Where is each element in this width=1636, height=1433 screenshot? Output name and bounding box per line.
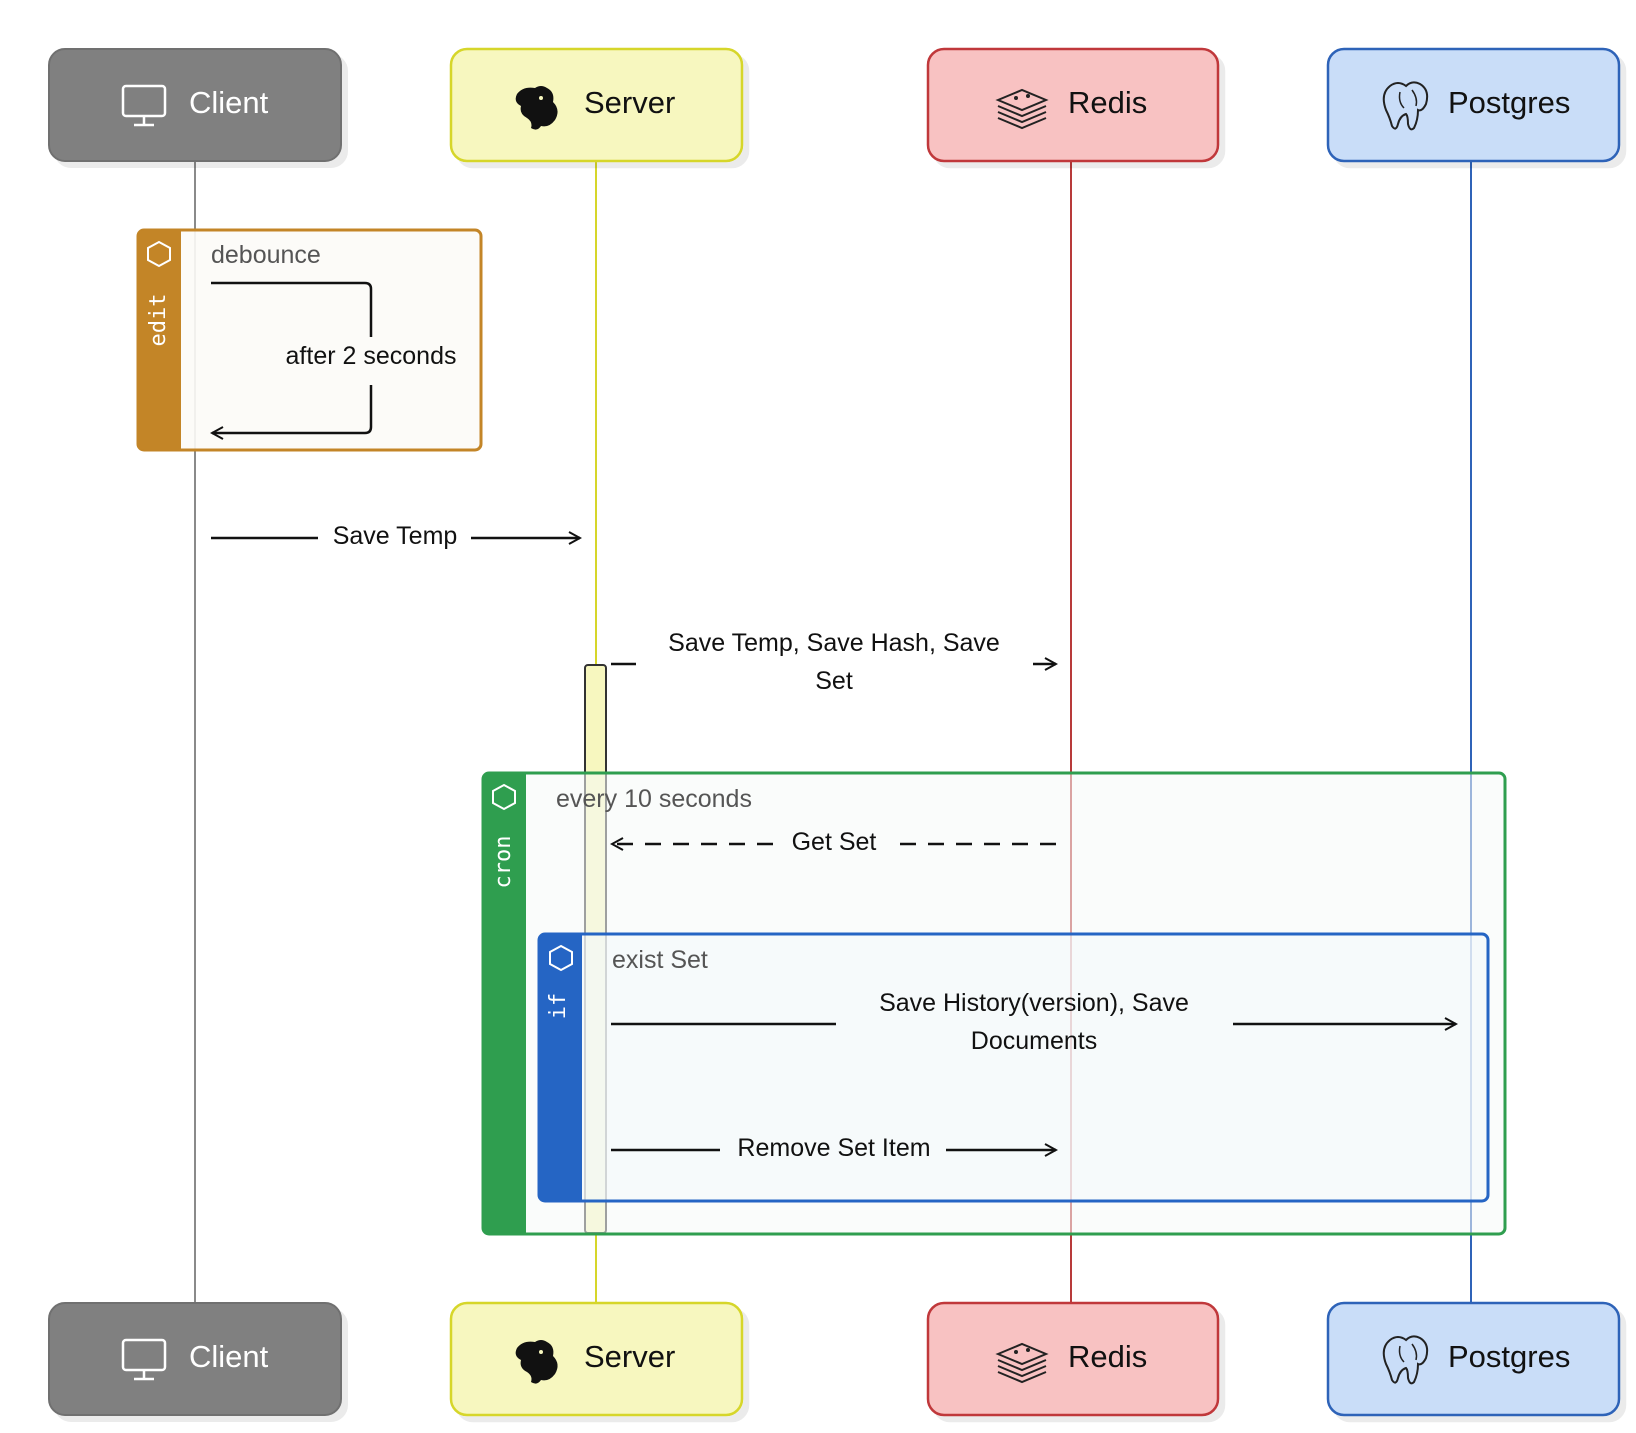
message-remove-set-item: Remove Set Item (611, 1134, 1056, 1162)
message-save-temp-label: Save Temp (333, 522, 458, 550)
participant-redis-bottom[interactable]: Redis (926, 1301, 1220, 1417)
participant-server-top-label: Server (584, 85, 675, 120)
message-remove-set-item-label: Remove Set Item (737, 1134, 930, 1162)
fragment-edit: edit debounce after 2 seconds (136, 228, 483, 452)
participant-postgres-top[interactable]: Postgres (1326, 47, 1621, 163)
participant-postgres-top-label: Postgres (1448, 85, 1570, 120)
fragment-icon (549, 944, 573, 972)
participant-postgres-bottom-label: Postgres (1448, 1339, 1570, 1374)
self-loop-label: after 2 seconds (286, 342, 457, 370)
postgres-logo-icon (1382, 1335, 1429, 1385)
nestjs-logo-icon (515, 1340, 558, 1384)
fragment-cron-condition: every 10 seconds (556, 785, 752, 813)
fragment-if-condition: exist Set (612, 946, 708, 974)
monitor-icon (121, 1338, 167, 1381)
message-save-temp-hash-set-line1: Save Temp, Save Hash, Save (668, 629, 1000, 657)
redis-logo-icon (995, 1342, 1049, 1384)
participant-client-bottom[interactable]: Client (48, 1302, 342, 1416)
fragment-icon (147, 240, 171, 268)
participant-client-bottom-label: Client (189, 1339, 269, 1374)
participant-client-top[interactable]: Client (48, 48, 342, 162)
fragment-icon (492, 783, 516, 811)
message-get-set-label: Get Set (792, 828, 877, 856)
participant-redis-top-label: Redis (1068, 85, 1147, 120)
postgres-logo-icon (1382, 81, 1429, 131)
participant-client-top-label: Client (189, 85, 269, 120)
message-save-history-line2: Documents (971, 1027, 1097, 1055)
message-save-history-line1: Save History(version), Save (879, 989, 1189, 1017)
message-save-history: Save History(version), Save Documents (611, 989, 1456, 1055)
fragment-edit-tag: edit (146, 294, 171, 347)
participant-redis-bottom-label: Redis (1068, 1339, 1147, 1374)
self-loop-arrow (211, 281, 373, 433)
fragment-cron-tag: cron (491, 836, 516, 889)
message-save-temp: Save Temp (211, 522, 580, 550)
participant-postgres-bottom[interactable]: Postgres (1326, 1301, 1621, 1417)
message-get-set: Get Set (612, 828, 1056, 856)
nestjs-logo-icon (515, 86, 558, 130)
participant-server-bottom[interactable]: Server (449, 1301, 744, 1417)
redis-logo-icon (995, 88, 1049, 130)
participant-redis-top[interactable]: Redis (926, 47, 1220, 163)
fragment-if-tag: if (546, 993, 571, 1020)
monitor-icon (121, 84, 167, 127)
message-save-temp-hash-set-line2: Set (815, 667, 853, 695)
message-save-temp-hash-set: Save Temp, Save Hash, Save Set (611, 629, 1056, 695)
participant-server-bottom-label: Server (584, 1339, 675, 1374)
fragment-if: if exist Set (537, 932, 1490, 1203)
participant-server-top[interactable]: Server (449, 47, 744, 163)
fragment-edit-condition: debounce (211, 241, 321, 269)
